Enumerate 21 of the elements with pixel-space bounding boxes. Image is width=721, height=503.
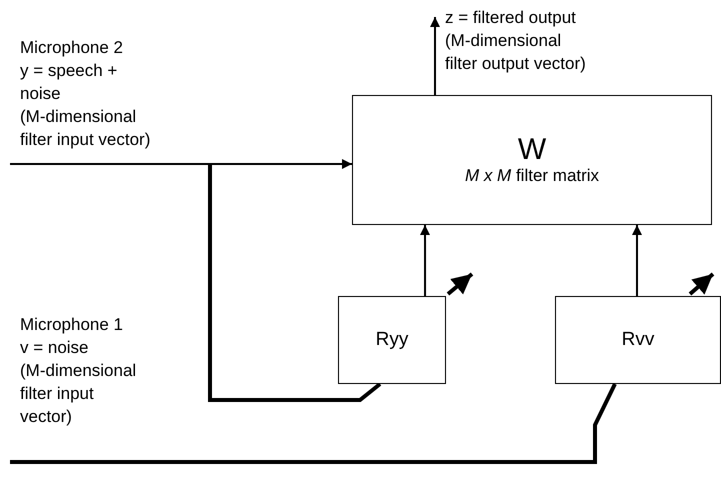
box-label: Ryy (376, 329, 408, 351)
arrow (430, 17, 440, 95)
signal-label: z = filtered output (445, 7, 577, 29)
signal-label: (M-dimensional filter input vector) (20, 106, 152, 151)
signal-label: (M-dimensional filter output vector) (445, 30, 587, 75)
box-label: M x M filter matrix (464, 166, 600, 186)
filter-box (352, 95, 712, 225)
box-title: W (518, 134, 546, 166)
signal-label: Microphone 1 (20, 314, 124, 336)
signal-label: Microphone 2 (20, 37, 124, 59)
connector-line (208, 164, 382, 402)
arrow (420, 225, 430, 296)
arrow (10, 159, 352, 170)
signal-label: y = speech + noise (20, 60, 118, 105)
signal-label: (M-dimensional filter input vector) (20, 360, 138, 428)
process-box (338, 296, 446, 384)
connector-line (10, 383, 617, 464)
arrow (632, 225, 642, 296)
process-box (555, 296, 721, 384)
box-label: Rvv (622, 329, 654, 351)
signal-label: v = noise (20, 337, 90, 359)
